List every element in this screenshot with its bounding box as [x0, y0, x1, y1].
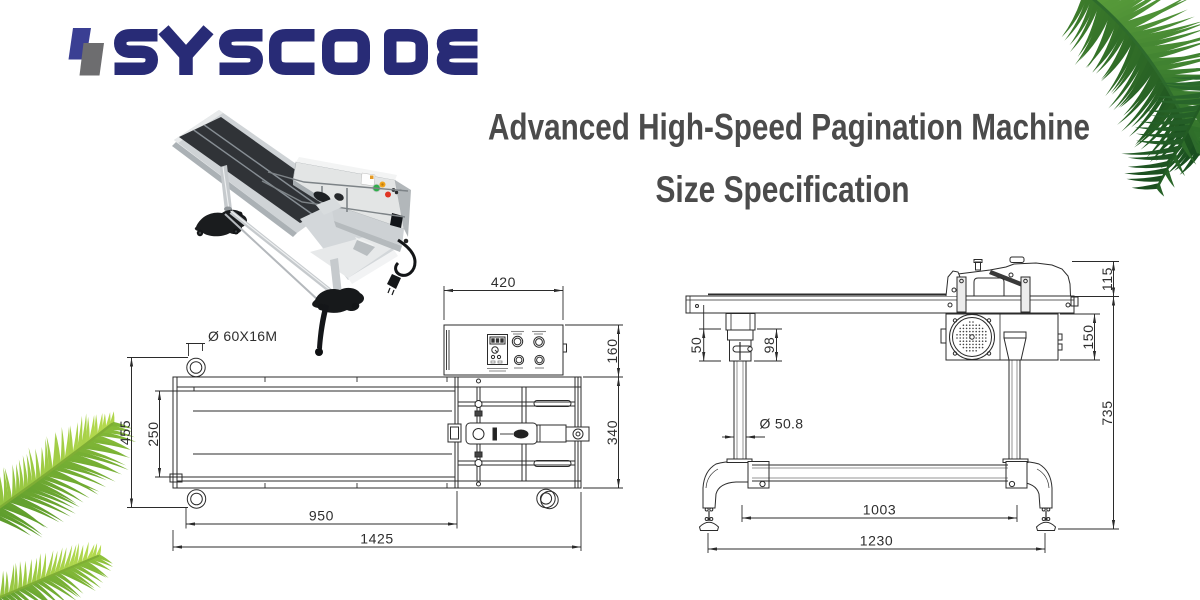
svg-text:1003: 1003 [863, 502, 897, 518]
svg-text:250: 250 [145, 421, 161, 446]
svg-text:Ø 50.8: Ø 50.8 [760, 416, 804, 432]
svg-text:50: 50 [688, 337, 704, 354]
svg-text:Ø 60X16M: Ø 60X16M [208, 328, 277, 344]
svg-text:Size Specification: Size Specification [656, 169, 910, 210]
svg-text:735: 735 [1099, 400, 1115, 425]
svg-text:1425: 1425 [360, 531, 394, 547]
svg-text:340: 340 [604, 420, 620, 445]
svg-text:98: 98 [761, 337, 777, 354]
svg-text:115: 115 [1099, 267, 1115, 291]
svg-text:160: 160 [604, 338, 620, 363]
svg-text:420: 420 [491, 274, 516, 290]
svg-text:Advanced High-Speed Pagination: Advanced High-Speed Pagination Machine [488, 107, 1090, 148]
svg-text:950: 950 [309, 508, 334, 524]
svg-text:455: 455 [117, 420, 133, 445]
svg-text:1230: 1230 [860, 533, 894, 549]
svg-text:150: 150 [1080, 324, 1096, 349]
